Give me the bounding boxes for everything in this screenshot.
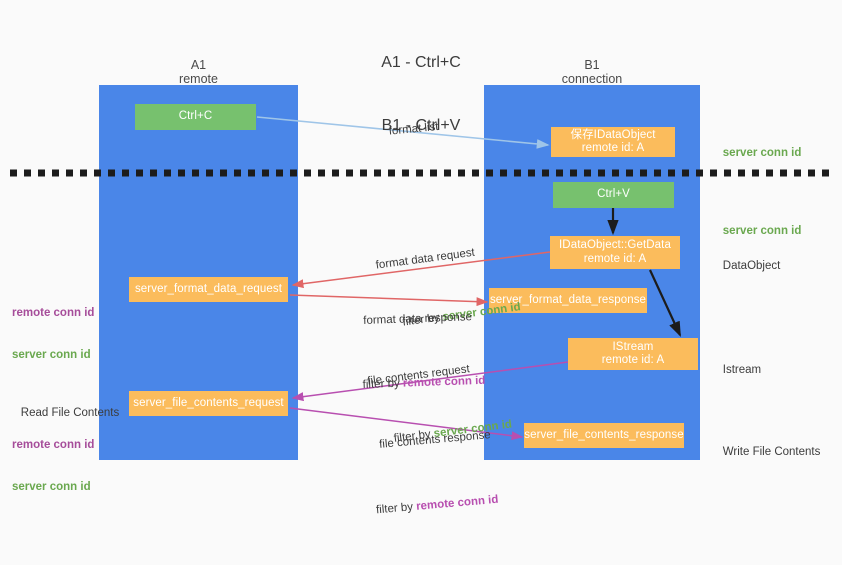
- arrow-file-contents-request: [291, 361, 569, 402]
- node-server-file-contents-request[interactable]: server_file_contents_request: [129, 391, 288, 416]
- node-server-format-data-response[interactable]: server_format_data_response: [489, 288, 647, 313]
- edge-label-format-list-text: format list: [388, 120, 440, 138]
- node-server-format-data-request-label: server_format_data_request: [134, 282, 283, 295]
- annotation-server-conn-id-top-text: server conn id: [722, 147, 802, 159]
- annotation-server-conn-id-mid: server conn id: [710, 210, 802, 252]
- edge-label-format-data-request-line1: format data request: [375, 246, 476, 272]
- arrow-file-contents-response: [289, 407, 524, 441]
- node-ctrl-v[interactable]: Ctrl+V: [553, 182, 674, 208]
- annotation-format-server-conn-id: server conn id: [12, 349, 91, 361]
- node-save-idataobject[interactable]: 保存IDataObject remote id: A: [551, 127, 675, 157]
- arrow-format-list: [256, 116, 550, 149]
- edge-label-format-list: format list: [374, 105, 441, 156]
- node-server-file-contents-response[interactable]: server_file_contents_response: [524, 423, 684, 448]
- node-ctrl-c-label: Ctrl+C: [178, 110, 213, 123]
- node-server-format-data-response-label: server_format_data_response: [489, 293, 647, 306]
- annotation-write-file-contents-text: Write File Contents: [722, 446, 821, 458]
- node-idataobject-getdata-sub: remote id: A: [583, 252, 647, 265]
- annotation-istream-text: Istream: [722, 364, 762, 376]
- node-ctrl-v-label: Ctrl+V: [597, 188, 630, 201]
- annotation-file-server-conn-id: server conn id: [12, 481, 91, 493]
- edge-label-file-contents-response-prefix: filter by: [375, 500, 417, 517]
- annotation-server-conn-id-top: server conn id: [710, 132, 802, 174]
- annotation-format-conn-ids: remote conn id server conn id: [12, 278, 94, 390]
- annotation-istream: Istream: [710, 349, 761, 391]
- column-header-b1-sub: connection: [561, 72, 623, 86]
- node-istream-sub: remote id: A: [601, 354, 665, 366]
- arrow-getdata-istream: [649, 269, 681, 337]
- node-istream-label: IStream: [612, 340, 654, 353]
- title-line-2: B1 - Ctrl+V: [381, 117, 461, 134]
- annotation-dataobject: DataObject: [710, 245, 781, 287]
- annotation-file-conn-ids: remote conn id server conn id: [12, 410, 94, 522]
- edge-label-file-contents-response: file contents response filter by remote …: [376, 398, 503, 562]
- node-server-file-contents-request-label: server_file_contents_request: [133, 396, 284, 409]
- arrow-format-data-request: [291, 251, 551, 289]
- arrow-format-data-response: [289, 294, 489, 307]
- edge-label-file-contents-request-line1: file contents request: [366, 363, 471, 388]
- node-save-idataobject-sub: remote id: A: [581, 142, 645, 154]
- annotation-format-remote-conn-id: remote conn id: [12, 307, 95, 319]
- edge-label-file-contents-response-line2: filter by remote conn id: [355, 478, 500, 535]
- edge-label-format-data-response-line1: format data response: [363, 311, 473, 327]
- annotation-read-file-contents-text: Read File Contents: [20, 407, 120, 419]
- annotation-write-file-contents: Write File Contents: [710, 431, 821, 473]
- annotation-dataobject-text: DataObject: [722, 260, 781, 272]
- annotation-file-remote-conn-id: remote conn id: [12, 439, 95, 451]
- annotation-read-file-contents: Read File Contents: [8, 392, 119, 434]
- edge-label-file-contents-response-line1: file contents response: [378, 429, 492, 451]
- column-header-a1-name: A1: [190, 58, 207, 72]
- node-ctrl-c[interactable]: Ctrl+C: [135, 104, 256, 130]
- node-save-idataobject-label: 保存IDataObject: [570, 128, 656, 141]
- column-header-a1: A1 remote: [99, 58, 298, 86]
- diagram-canvas: A1 - Ctrl+C B1 - Ctrl+V A1 remote B1 con…: [0, 10, 842, 516]
- node-server-format-data-request[interactable]: server_format_data_request: [129, 277, 288, 302]
- node-idataobject-getdata[interactable]: IDataObject::GetData remote id: A: [550, 236, 680, 269]
- node-idataobject-getdata-label: IDataObject::GetData: [559, 239, 671, 251]
- edge-label-file-contents-response-key: remote conn id: [415, 493, 499, 513]
- title-line-1: A1 - Ctrl+C: [381, 54, 461, 71]
- annotation-server-conn-id-mid-text: server conn id: [722, 225, 802, 237]
- node-server-file-contents-response-label: server_file_contents_response: [524, 428, 684, 441]
- column-header-b1-name: B1: [584, 58, 600, 72]
- diagram-title: A1 - Ctrl+C B1 - Ctrl+V: [0, 10, 842, 178]
- column-header-b1: B1 connection: [484, 58, 700, 86]
- column-header-a1-sub: remote: [179, 72, 218, 86]
- node-istream[interactable]: IStream remote id: A: [568, 338, 698, 370]
